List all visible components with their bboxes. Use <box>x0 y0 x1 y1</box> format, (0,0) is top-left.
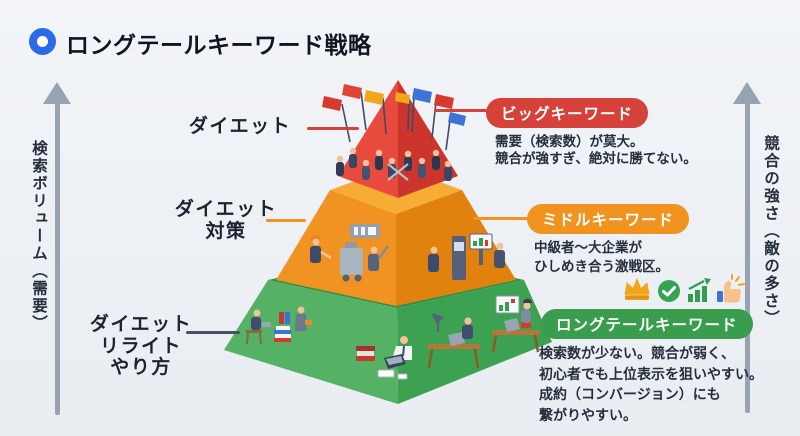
big-keyword-description: 需要（検索数）が莫大。 競合が強すぎ、絶対に勝てない。 <box>495 134 697 166</box>
big-keyword-badge: ビッグキーワード <box>486 98 649 128</box>
competition-crowd-illustration <box>336 147 452 181</box>
big-keyword-connector-left <box>307 127 359 130</box>
right-axis-label: 競合の強さ（敵の多さ） <box>762 135 779 328</box>
left-axis-label: 検索ボリューム（需要） <box>30 140 47 333</box>
middle-keyword-connector-left <box>266 219 306 222</box>
longtail-workers-left-illustration <box>246 306 312 345</box>
longtail-benefit-icons <box>621 274 745 304</box>
middle-keyword-example: ダイエット 対策 <box>174 199 278 242</box>
middle-keyword-connector-right <box>473 217 530 220</box>
right-axis-arrowhead-icon <box>733 82 761 104</box>
longtail-keyword-description: 検索数が少ない。競合が弱く、 初心者でも上位表示を狙いやすい。 成約（コンバージ… <box>539 345 763 423</box>
thumbs-up-icon <box>717 274 745 303</box>
right-axis-arrow <box>745 103 750 413</box>
left-axis-arrowhead-icon <box>43 82 71 104</box>
longtail-keyword-example: ダイエット リライト やり方 <box>89 314 193 378</box>
left-axis-arrow <box>55 103 60 415</box>
longtail-worker-center-illustration <box>356 336 412 380</box>
middle-workers-left-illustration <box>310 224 389 282</box>
middle-keyword-description: 中級者〜大企業が ひしめき合う激戦区。 <box>534 240 669 274</box>
big-keyword-connector-right <box>434 109 488 112</box>
longtail-workers-right-illustration <box>427 295 540 369</box>
red-tier <box>322 80 466 198</box>
longtail-keyword-badge: ロングテールキーワード <box>541 309 753 339</box>
brand-ring-icon <box>29 28 56 55</box>
middle-workers-right-illustration <box>428 233 505 280</box>
chart-up-icon <box>688 278 711 302</box>
competition-flags-illustration <box>322 84 466 151</box>
check-icon <box>658 280 680 302</box>
big-keyword-example: ダイエット <box>188 116 292 137</box>
crown-icon <box>624 277 650 300</box>
longtail-keyword-connector-left <box>186 331 240 334</box>
middle-keyword-badge: ミドルキーワード <box>527 204 690 234</box>
page-title: ロングテールキーワード戦略 <box>66 32 372 58</box>
